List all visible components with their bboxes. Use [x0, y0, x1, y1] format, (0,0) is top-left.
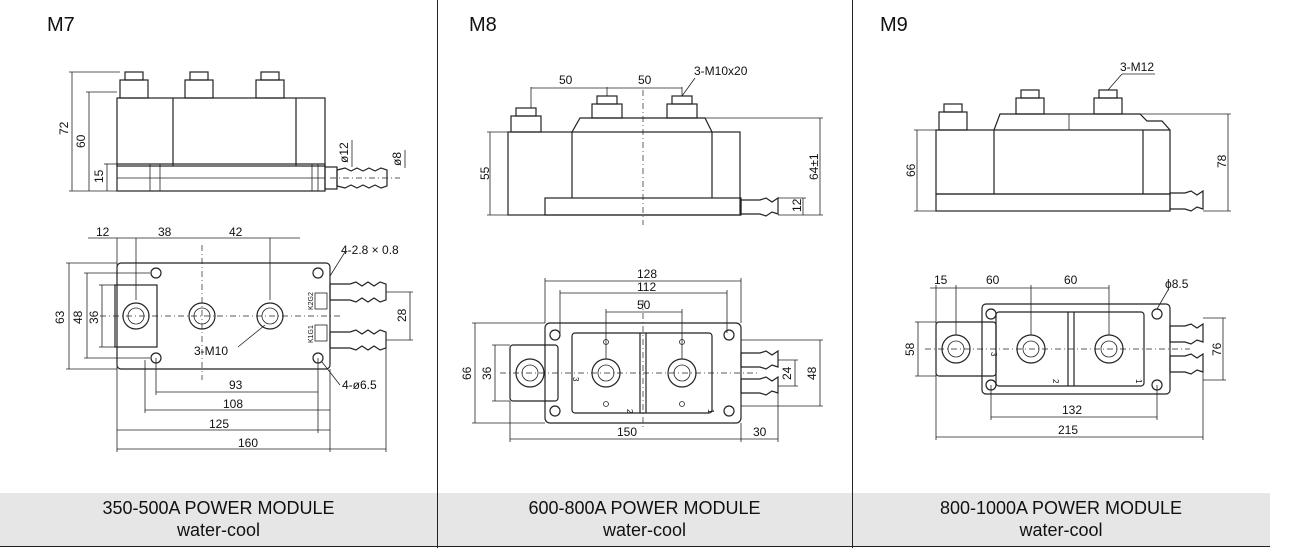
caption-band: [0, 493, 1270, 546]
m8-dim-66: 66: [460, 366, 474, 380]
m7-dim-36: 36: [87, 310, 101, 324]
m7-label-k1g1: K1G1: [308, 325, 315, 343]
m7-dim-38: 38: [158, 225, 172, 239]
m8-terminal-3: 3: [571, 377, 580, 382]
m9-side-view: [914, 73, 1231, 212]
m9-dim-66: 66: [904, 163, 918, 177]
m9-dim-dia85: ϕ8.5: [1165, 277, 1189, 291]
m9-dim-76: 76: [1210, 342, 1224, 356]
m7-thread: 3-M10: [194, 344, 228, 358]
m7-dim-dia12: ø12: [337, 142, 351, 163]
caption-m7-title: 350-500A POWER MODULE: [102, 498, 335, 518]
m7-dim-72: 72: [57, 121, 71, 135]
m8-terminal-1: 1: [706, 409, 715, 414]
caption-m9: 800-1000A POWER MODULE water-cool: [852, 497, 1270, 541]
m8-dim-150: 150: [617, 425, 637, 439]
m7-dim-48: 48: [71, 310, 85, 324]
m7-dim-15: 15: [92, 169, 106, 183]
model-title-m8: M8: [469, 14, 497, 36]
m9-terminal-3: 3: [989, 352, 998, 357]
m8-top-view: [472, 278, 823, 442]
m7-top-view: [66, 237, 413, 452]
m8-dim-64: 64±1: [807, 153, 821, 180]
m7-dim-63: 63: [53, 310, 67, 324]
m9-terminal-2: 2: [1051, 379, 1060, 384]
m7-dim-42: 42: [229, 225, 243, 239]
m8-dim-12: 12: [790, 198, 804, 212]
m9-thread: 3-M12: [1120, 60, 1154, 74]
panel-divider-1: [437, 0, 438, 548]
m7-dim-28: 28: [395, 308, 409, 322]
m7-holes-top: 4-2.8 × 0.8: [341, 243, 399, 257]
caption-m7: 350-500A POWER MODULE water-cool: [0, 497, 437, 541]
technical-drawings: 72 60 15 ø12 ø8: [53, 60, 1231, 452]
m7-label-k2g2: K2G2: [308, 292, 315, 310]
m9-dim-15: 15: [934, 273, 948, 287]
m8-dim-128: 128: [637, 267, 657, 281]
m7-dim-108: 108: [223, 397, 243, 411]
m7-dim-12: 12: [96, 225, 110, 239]
m8-terminal-2: 2: [625, 409, 634, 414]
m7-dim-dia8: ø8: [390, 152, 404, 166]
caption-m8-title: 600-800A POWER MODULE: [528, 498, 761, 518]
m8-dim-24: 24: [780, 366, 794, 380]
m7-dim-60: 60: [74, 134, 88, 148]
m8-dim-48: 48: [805, 366, 819, 380]
m9-dim-132: 132: [1062, 403, 1082, 417]
m8-dim-112: 112: [637, 280, 656, 294]
m9-top-view: [915, 285, 1226, 440]
caption-m8: 600-800A POWER MODULE water-cool: [437, 497, 852, 541]
m7-side-view: [69, 71, 406, 192]
m8-dim-36: 36: [480, 366, 494, 380]
bottom-rule: [0, 546, 1270, 547]
m7-dim-125: 125: [209, 417, 229, 431]
m7-holes-bottom: 4-ø6.5: [342, 378, 377, 392]
m7-dim-93: 93: [229, 378, 243, 392]
m9-dim-78: 78: [1215, 154, 1229, 168]
m8-dim-30: 30: [753, 425, 767, 439]
m9-dim-58: 58: [903, 342, 917, 356]
m8-dim-50a: 50: [559, 73, 573, 87]
m9-dim-60b: 60: [1064, 273, 1078, 287]
m8-side-view: [487, 77, 823, 225]
m8-dim-55: 55: [478, 166, 492, 180]
panel-divider-2: [852, 0, 853, 548]
m7-dim-160: 160: [238, 436, 258, 450]
m9-terminal-1: 1: [1134, 379, 1143, 384]
model-title-m9: M9: [880, 14, 908, 36]
caption-m8-cooling: water-cool: [602, 520, 687, 540]
m8-thread: 3-M10x20: [694, 64, 748, 78]
m8-dim-50c: 50: [637, 298, 651, 312]
caption-m9-title: 800-1000A POWER MODULE: [939, 498, 1183, 518]
caption-m9-cooling: water-cool: [1019, 520, 1103, 540]
caption-m7-cooling: water-cool: [176, 520, 261, 540]
m9-dim-60a: 60: [986, 273, 1000, 287]
m9-dim-215: 215: [1058, 423, 1078, 437]
m8-dim-50b: 50: [638, 73, 652, 87]
model-title-m7: M7: [47, 14, 75, 36]
